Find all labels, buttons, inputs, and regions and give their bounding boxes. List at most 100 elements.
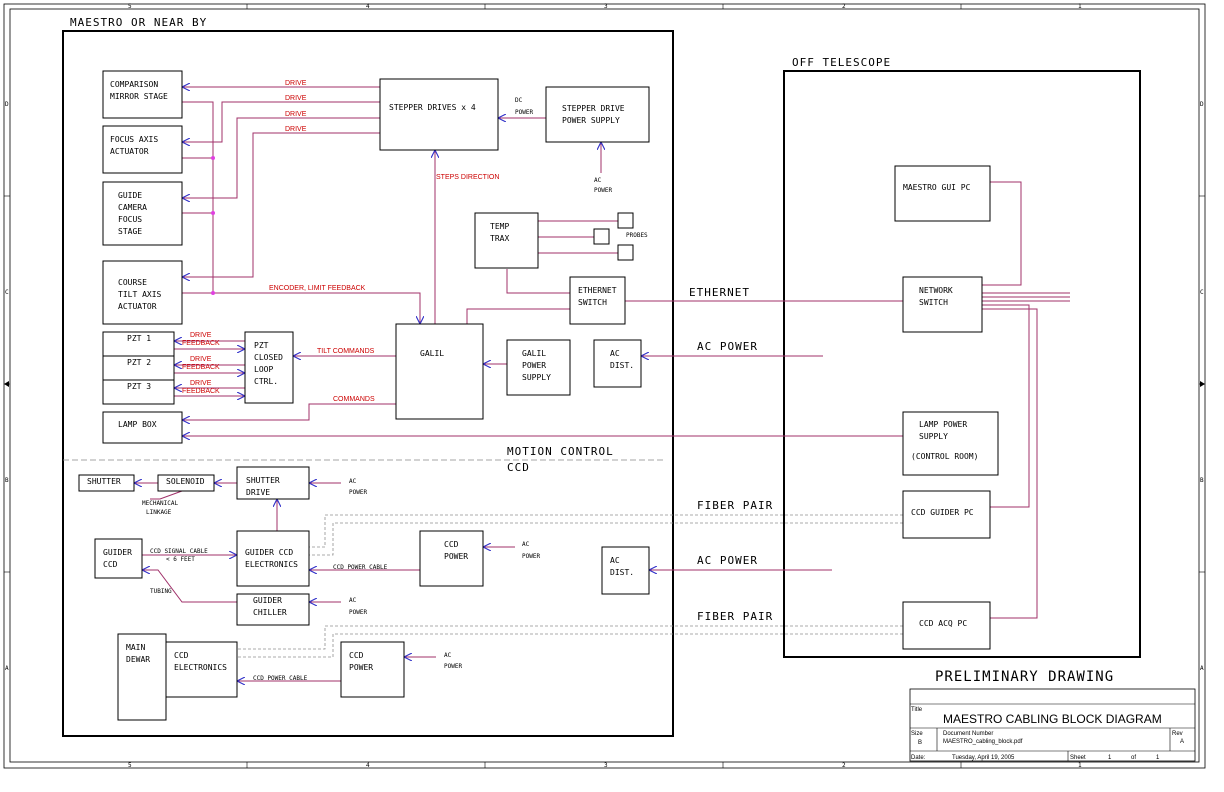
pzt-3[interactable]: PZT 3 [102, 379, 175, 405]
guider-chiller[interactable]: GUIDER CHILLER [236, 593, 310, 626]
svg-text:TRAX: TRAX [490, 234, 509, 243]
pzt-feedback-label: FEEDBACK [182, 364, 220, 371]
ac-power-label: POWER [522, 553, 540, 560]
ccd-electronics[interactable]: CCD ELECTRONICS [165, 641, 238, 698]
svg-text:FOCUS AXIS: FOCUS AXIS [110, 135, 158, 144]
ccd-power-1[interactable]: CCD POWER [419, 530, 484, 587]
focus-axis-actuator[interactable]: FOCUS AXIS ACTUATOR [102, 125, 183, 174]
svg-text:SHUTTER: SHUTTER [246, 476, 280, 485]
network-switch[interactable]: NETWORK SWITCH [902, 276, 983, 333]
ccd-signal-cable-label: CCD SIGNAL CABLE [150, 548, 208, 555]
maestro-gui-pc[interactable]: MAESTRO GUI PC [894, 165, 991, 222]
mechanical-linkage-label: MECHANICAL [142, 500, 179, 507]
svg-text:PZT 1: PZT 1 [127, 334, 151, 343]
lamp-box[interactable]: LAMP BOX [102, 411, 183, 444]
of-label: of [1131, 755, 1136, 761]
svg-text:COURSE: COURSE [118, 278, 147, 287]
stepper-drives[interactable]: STEPPER DRIVES x 4 [379, 78, 499, 151]
guide-camera-focus-stage[interactable]: GUIDE CAMERA FOCUS STAGE [102, 181, 183, 246]
tubing-label: TUBING [150, 588, 172, 595]
probe-box [617, 244, 634, 261]
ac-distribution-1[interactable]: AC DIST. [593, 339, 642, 388]
svg-text:DRIVE: DRIVE [246, 488, 270, 497]
sheet-label: Sheet [1070, 755, 1086, 761]
drawing-border: 5 4 3 2 1 5 4 3 2 1 D C B A D C B A [3, 3, 1206, 769]
pzt-1[interactable]: PZT 1 [102, 331, 175, 357]
comparison-mirror-stage[interactable]: COMPARISON MIRROR STAGE [102, 70, 183, 119]
date-value: Tuesday, April 19, 2005 [952, 755, 1015, 761]
temp-trax[interactable]: TEMP TRAX [474, 212, 539, 269]
ac-power-line-label: AC POWER [697, 554, 758, 567]
preliminary-drawing-label: PRELIMINARY DRAWING [935, 669, 1114, 685]
svg-text:CLOSED: CLOSED [254, 353, 283, 362]
rev-label: Rev [1172, 731, 1183, 737]
main-dewar[interactable]: MAIN DEWAR [117, 633, 167, 721]
drive-label: DRIVE [285, 80, 307, 87]
svg-text:CCD: CCD [349, 651, 364, 660]
ccd-section-label: CCD [507, 461, 530, 474]
svg-text:CHILLER: CHILLER [253, 608, 287, 617]
ac-distribution-2[interactable]: AC DIST. [601, 546, 650, 595]
svg-text:AC: AC [610, 556, 620, 565]
ac-power-line-label: AC POWER [697, 340, 758, 353]
svg-text:LAMP BOX: LAMP BOX [118, 420, 157, 429]
center-mark-icon [4, 381, 9, 387]
svg-text:POWER: POWER [349, 663, 373, 672]
col-label: 1 [1078, 762, 1082, 769]
course-tilt-axis-actuator[interactable]: COURSE TILT AXIS ACTUATOR [102, 260, 183, 325]
ccd-signal-cable-label: < 6 FEET [166, 556, 195, 563]
pzt-2[interactable]: PZT 2 [102, 355, 175, 381]
svg-text:SOLENOID: SOLENOID [166, 477, 205, 486]
col-label: 1 [1078, 3, 1082, 10]
svg-text:CCD: CCD [444, 540, 459, 549]
lamp-power-supply[interactable]: LAMP POWER SUPPLY (CONTROL ROOM) [902, 411, 999, 476]
ethernet-label: ETHERNET [689, 286, 750, 299]
svg-text:LAMP POWER: LAMP POWER [919, 420, 967, 429]
svg-text:NETWORK: NETWORK [919, 286, 953, 295]
pzt-feedback-label: FEEDBACK [182, 388, 220, 395]
guider-ccd-electronics[interactable]: GUIDER CCD ELECTRONICS [236, 530, 310, 587]
ac-power-label: AC [444, 652, 452, 659]
size-label: Size [911, 731, 923, 737]
svg-text:CTRL.: CTRL. [254, 377, 278, 386]
col-label: 5 [128, 762, 132, 769]
connection-labels: DRIVE DRIVE DRIVE DRIVE DC POWER AC POWE… [142, 80, 773, 682]
ac-power-label: POWER [349, 609, 367, 616]
fiber-pair-label: FIBER PAIR [697, 610, 773, 623]
col-label: 3 [604, 762, 608, 769]
ethernet-switch[interactable]: ETHERNET SWITCH [569, 276, 626, 325]
stepper-drive-power-supply[interactable]: STEPPER DRIVE POWER SUPPLY [545, 86, 650, 143]
pzt-closed-loop-ctrl[interactable]: PZT CLOSED LOOP CTRL. [244, 331, 294, 404]
pzt-drive-label: DRIVE [190, 356, 212, 363]
ccd-acq-pc[interactable]: CCD ACQ PC [902, 601, 991, 650]
rev-value: A [1180, 739, 1184, 745]
svg-text:MAIN: MAIN [126, 643, 145, 652]
pzt-feedback-label: FEEDBACK [182, 340, 220, 347]
svg-text:STEPPER DRIVES x 4: STEPPER DRIVES x 4 [389, 103, 476, 112]
svg-text:ETHERNET: ETHERNET [578, 286, 617, 295]
ac-power-label: AC [349, 597, 357, 604]
size-value: B [918, 740, 922, 746]
ccd-power-2[interactable]: CCD POWER [340, 641, 405, 698]
svg-text:GUIDER: GUIDER [103, 548, 132, 557]
col-label: 4 [366, 762, 370, 769]
ac-power-label: POWER [444, 663, 462, 670]
svg-text:PZT: PZT [254, 341, 269, 350]
junction-dot [211, 291, 215, 295]
svg-text:CAMERA: CAMERA [118, 203, 147, 212]
drive-label: DRIVE [285, 111, 307, 118]
center-mark-icon [1200, 381, 1205, 387]
solenoid[interactable]: SOLENOID [157, 474, 215, 492]
ccd-guider-pc[interactable]: CCD GUIDER PC [902, 490, 991, 539]
ac-power-label: POWER [594, 187, 612, 194]
svg-text:ELECTRONICS: ELECTRONICS [174, 663, 227, 672]
galil-power-supply[interactable]: GALIL POWER SUPPLY [506, 339, 571, 396]
guider-ccd[interactable]: GUIDER CCD [94, 538, 143, 579]
galil[interactable]: GALIL [395, 323, 484, 420]
svg-text:MAESTRO GUI PC: MAESTRO GUI PC [903, 183, 971, 192]
svg-text:GALIL: GALIL [420, 349, 444, 358]
shutter[interactable]: SHUTTER [78, 474, 135, 492]
probes-label: PROBES [626, 232, 648, 239]
shutter-drive[interactable]: SHUTTER DRIVE [236, 466, 310, 500]
